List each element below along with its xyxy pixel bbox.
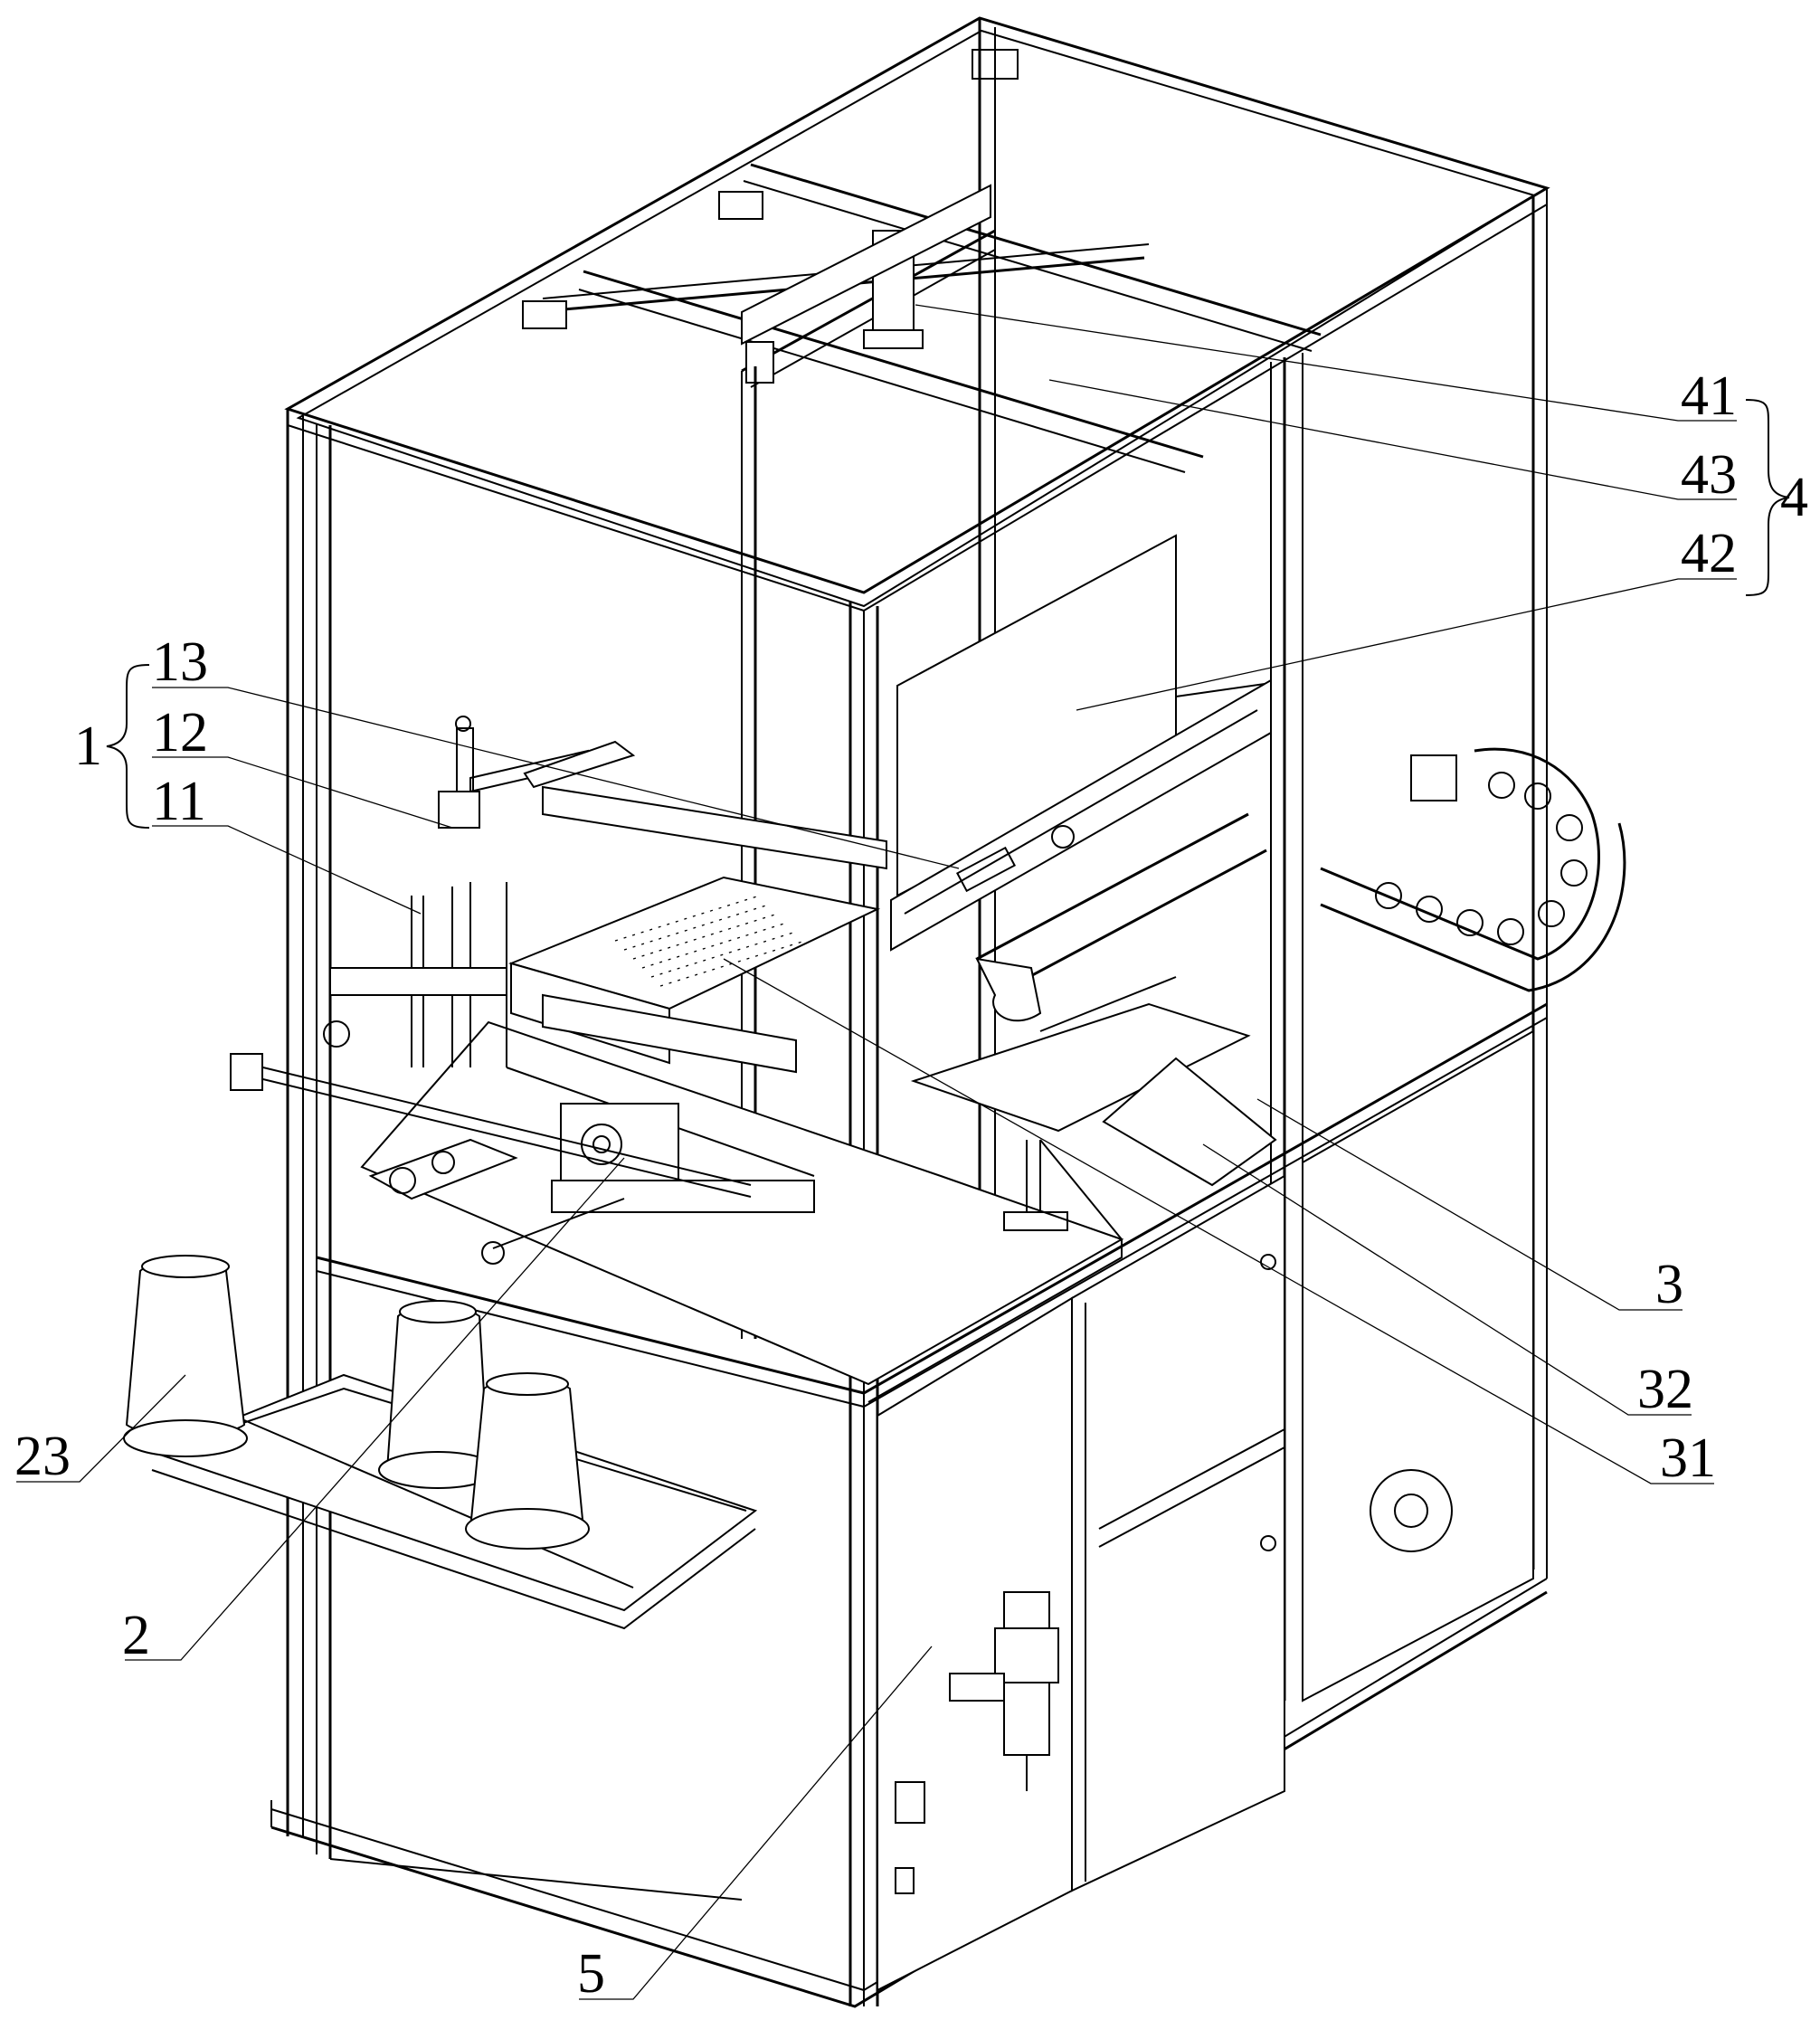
leader-32 [1202,1143,1692,1416]
label-23: 23 [14,1426,71,1487]
label-4: 4 [1780,467,1808,528]
leader-31 [723,958,1714,1484]
thread-spools [123,1255,590,1550]
label-12: 12 [152,702,208,763]
label-3: 3 [1655,1254,1683,1315]
label-42: 42 [1681,523,1737,584]
leader-5 [579,1645,933,2000]
label-31: 31 [1660,1427,1716,1489]
label-11: 11 [152,771,206,832]
leader-lines [16,304,1737,2000]
leader-23 [16,1374,186,1483]
label-2: 2 [122,1605,150,1666]
leader-3 [1256,1098,1683,1311]
label-5: 5 [577,1943,605,2005]
leader-13 [152,687,960,869]
label-41: 41 [1681,365,1737,427]
leader-12 [152,756,453,829]
leader-11 [152,825,422,915]
brace-1 [106,664,150,829]
group-braces [106,399,1790,829]
label-13: 13 [152,631,208,693]
side-panels [877,1029,1534,1992]
inner-mechanism [123,184,1626,1791]
leader-41 [915,304,1737,422]
air-regulator [949,1591,1059,1791]
leader-43 [1048,379,1737,500]
cable-chain [975,747,1626,1022]
label-32: 32 [1637,1359,1693,1420]
reference-labels: 41 43 42 4 13 12 11 1 3 32 31 23 2 5 [14,365,1808,2005]
label-1: 1 [74,716,102,777]
leader-2 [125,1157,625,1661]
brace-4 [1745,399,1790,596]
leader-42 [1076,578,1737,711]
label-43: 43 [1681,444,1737,506]
